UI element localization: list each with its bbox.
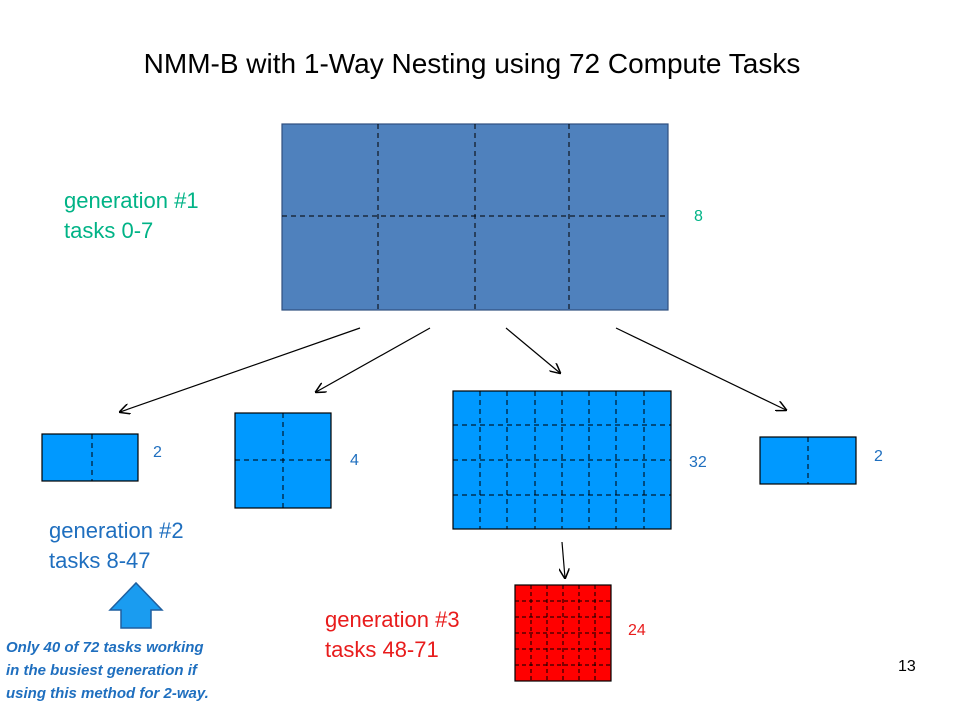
gen2-nest-1-count: 2 xyxy=(153,444,162,461)
gen2-nest-3-count: 32 xyxy=(689,454,707,471)
gen3-label: generation #3 tasks 48-71 xyxy=(325,605,460,665)
arrow-to-nest-3 xyxy=(505,327,560,373)
gen1-count: 8 xyxy=(694,208,703,225)
arrow-to-nest-4 xyxy=(615,327,786,410)
gen1-domain xyxy=(281,123,669,311)
gen2-nest-2 xyxy=(234,412,332,509)
gen3-count: 24 xyxy=(628,622,646,639)
gen2-nest-4 xyxy=(759,436,857,485)
page-title: NMM-B with 1-Way Nesting using 72 Comput… xyxy=(143,48,801,79)
gen2-title: generation #2 xyxy=(49,518,184,543)
gen2-label: generation #2 tasks 8-47 xyxy=(49,516,184,576)
gen2-tasks: tasks 8-47 xyxy=(49,548,151,573)
gen1-label: generation #1 tasks 0-7 xyxy=(64,186,199,246)
gen3-tasks: tasks 48-71 xyxy=(325,637,439,662)
gen2-nest-2-count: 4 xyxy=(350,452,359,469)
up-arrow-icon xyxy=(108,581,164,629)
gen2-nest-3 xyxy=(452,390,672,530)
gen2-nest-4-count: 2 xyxy=(874,448,883,465)
arrow-to-gen3 xyxy=(562,541,565,578)
arrow-to-nest-2 xyxy=(316,327,431,392)
nest-arrows xyxy=(120,327,786,578)
arrow-to-nest-1 xyxy=(120,327,361,412)
gen1-tasks: tasks 0-7 xyxy=(64,218,154,243)
gen2-nest-1 xyxy=(41,433,139,482)
note-line-2: in the busiest generation if xyxy=(6,662,197,679)
note-text: Only 40 of 72 tasks working in the busie… xyxy=(6,636,209,705)
page-number: 13 xyxy=(898,658,916,675)
gen3-title: generation #3 xyxy=(325,607,460,632)
gen1-title: generation #1 xyxy=(64,188,199,213)
note-line-3: using this method for 2-way. xyxy=(6,685,209,702)
gen3-nest xyxy=(514,584,612,682)
note-line-1: Only 40 of 72 tasks working xyxy=(6,639,204,656)
